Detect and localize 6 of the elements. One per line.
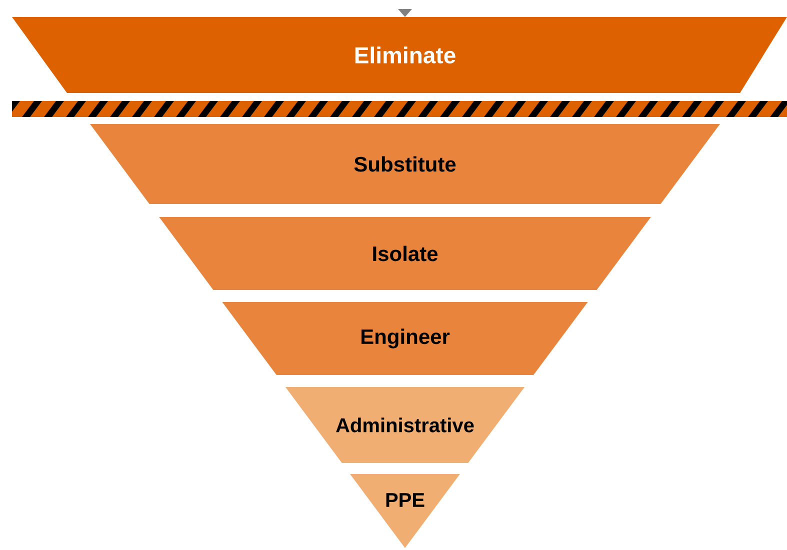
hierarchy-level: Substitute xyxy=(90,124,720,204)
hierarchy-level: Engineer xyxy=(222,302,588,375)
hierarchy-level: Administrative xyxy=(285,387,525,463)
hierarchy-level: PPE xyxy=(350,474,460,548)
hierarchy-level: Eliminate xyxy=(12,17,787,93)
hierarchy-level: Isolate xyxy=(159,217,651,290)
